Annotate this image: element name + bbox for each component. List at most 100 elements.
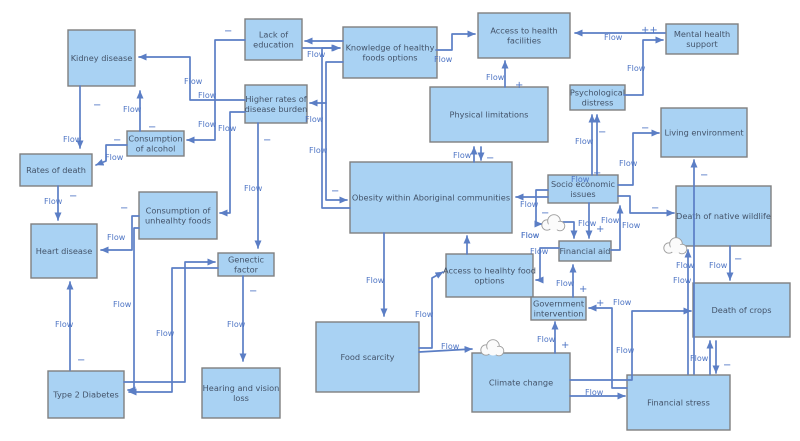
edge-type2-to-genetic[interactable] [123,258,216,383]
edge-knowledge-to-obesity[interactable] [325,61,348,204]
edge-sign: − [249,286,257,297]
edge-higher-to-kidney[interactable] [138,53,246,101]
edge-flow-label: Flow [690,354,709,363]
edge-cloud-to-finaid[interactable] [562,221,578,239]
edge-flow-label: Flow [305,115,324,124]
edge-sign: − [120,203,128,214]
edge-sign: − [734,254,742,265]
edge-alcohol-to-rates[interactable] [95,144,128,166]
edge-flow-label: Flow [415,310,434,319]
edge-flow-label: Flow [218,124,237,133]
edge-socio-to-wildlife[interactable] [617,195,675,217]
edge-unhealthy-to-type2[interactable] [127,227,140,394]
edge-socio-to-living[interactable] [617,129,660,186]
node-heart[interactable]: Heart disease [30,223,98,279]
edge-finaid-to-accessfood[interactable] [535,247,560,284]
node-label-physical: Physical limitations [450,110,529,120]
edge-flow-label: Flow [198,120,217,129]
edge-flow-label: Flow [441,342,460,351]
node-label-finstress: Financial stress [647,398,710,408]
edge-flow-label: Flow [521,231,540,240]
edge-sign: + [561,340,569,351]
edge-sign: − [331,186,339,197]
edge-finaid-to-socio[interactable] [610,205,624,251]
node-food[interactable]: Food scarcity [315,321,420,393]
node-type2[interactable]: Type 2 Diabetes [47,370,125,419]
edge-food-to-accessfood[interactable] [418,271,444,349]
node-label-obesity: Obesity within Aboriginal communities [352,193,510,203]
node-finaid[interactable]: Financial aid [558,240,612,262]
edge-food-to-cloud[interactable] [418,345,473,353]
node-crops[interactable]: Death of crops [692,282,791,338]
edge-flow-label: Flow [530,247,549,256]
node-label-wildlife: Death of native wildlife [676,211,771,221]
edge-flow-label: Flow [571,175,590,184]
edge-flow-label: Flow [113,300,132,309]
edge-knowledge-to-accessfac[interactable] [435,30,476,51]
node-obesity[interactable]: Obesity within Aboriginal communities [349,161,513,234]
node-label-food: Food scarcity [340,352,394,362]
edge-flow-label: Flow [244,184,263,193]
edge-flow-label: Flow [123,105,142,114]
edge-flow-label: Flow [521,231,540,240]
node-finstress[interactable]: Financial stress [626,374,731,431]
edge-finstress-to-gov[interactable] [588,304,628,389]
edge-psych-to-mental[interactable] [623,36,664,96]
node-climate[interactable]: Climate change [471,352,571,413]
edge-flow-label: Flow [627,64,646,73]
edge-sign: + [596,224,604,235]
node-label-living: Living environment [664,128,744,138]
edge-sign: − [69,191,77,202]
edge-flow-label: Flow [44,197,63,206]
node-rates[interactable]: Rates of death [19,153,93,187]
edge-sign: − [723,360,731,371]
edge-flow-label: Flow [601,216,620,225]
edge-sign: − [651,203,659,214]
edge-flow-label: Flow [366,276,385,285]
node-wildlife[interactable]: Death of native wildlife [675,185,772,247]
edge-sign: − [263,135,271,146]
node-kidney[interactable]: Kidney disease [67,29,136,87]
edge-flow-label: Flow [676,261,695,270]
cloud-climate-change[interactable] [480,339,505,357]
edge-sign: + [596,298,604,309]
edge-flow-label: Flow [709,261,728,270]
node-physical[interactable]: Physical limitations [429,86,549,143]
edge-lack-to-alcohol[interactable] [186,39,246,144]
edge-flow-label: Flow [556,279,575,288]
edge-socio-to-cloud[interactable] [534,189,549,228]
edge-flow-label: Flow [107,233,126,242]
edge-flow-label: Flow [227,320,246,329]
edge-higher-to-unhealthy[interactable] [219,111,246,217]
edge-genetic-to-type2[interactable] [128,267,219,396]
edge-unhealthy-to-heart[interactable] [100,215,140,254]
edge-climate-to-crops[interactable] [569,307,692,381]
cloud-native-wildlife[interactable] [663,237,688,255]
edge-sign: − [598,127,606,138]
edge-sign: − [541,208,549,219]
cloud-financial-aid[interactable] [541,214,566,232]
edge-flow-label: Flow [453,151,472,160]
node-living[interactable]: Living environment [660,107,748,158]
node-label-rates: Rates of death [26,165,86,175]
edge-sign: ++ [641,25,658,36]
